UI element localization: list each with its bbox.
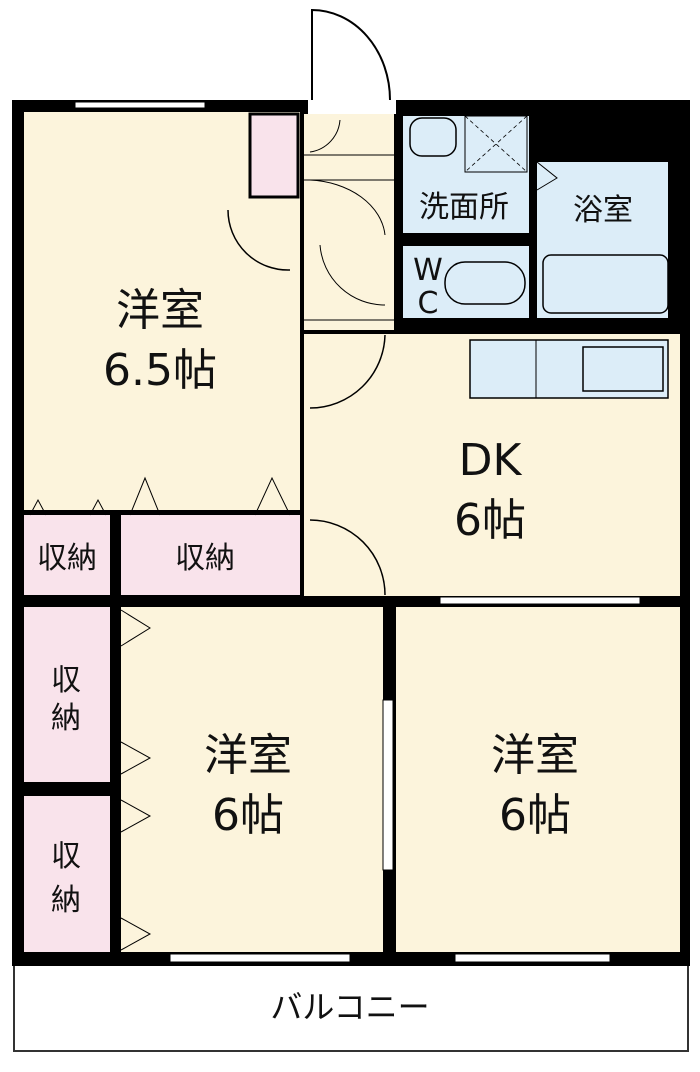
dk-size: 6帖 <box>454 495 526 546</box>
wc-label-w: W <box>413 253 443 288</box>
sliding-door <box>382 699 394 871</box>
sink-icon <box>409 117 457 157</box>
toilet-icon <box>444 261 526 305</box>
dk-name: DK <box>459 435 523 486</box>
western1-size: 6.5帖 <box>103 345 217 396</box>
closet-door-marks <box>120 609 152 951</box>
entrance-door <box>311 8 391 101</box>
window <box>439 596 641 605</box>
hallway <box>304 114 394 330</box>
storage-3-label-b: 納 <box>51 701 81 736</box>
western1-name: 洋室 <box>116 285 204 336</box>
entrance-opening <box>308 100 396 114</box>
western2-name: 洋室 <box>204 730 292 781</box>
storage-3-label-a: 収 <box>51 663 81 698</box>
storage-1 <box>24 515 110 595</box>
storage-4 <box>24 796 110 952</box>
room-western-6-right <box>396 607 680 952</box>
room-western-6-left <box>121 607 383 952</box>
window <box>454 953 611 963</box>
storage-4-label-b: 納 <box>51 883 81 918</box>
window <box>74 101 206 109</box>
wc-label-c: C <box>418 286 439 321</box>
stove-icon <box>582 346 664 392</box>
washroom-label: 洗面所 <box>419 190 509 225</box>
door-arc <box>309 519 386 596</box>
small-closet <box>248 112 300 199</box>
door-arc <box>227 209 291 271</box>
western3-name: 洋室 <box>491 730 579 781</box>
balcony-label: バルコニー <box>270 988 429 1026</box>
door-arc <box>309 334 386 409</box>
window <box>169 953 351 963</box>
closet-door-marks <box>29 476 291 516</box>
western3-size: 6帖 <box>499 790 571 841</box>
bathtub-icon <box>542 254 669 314</box>
storage-1-label: 収納 <box>37 541 97 576</box>
bathroom-label: 浴室 <box>573 193 633 228</box>
storage-2-label: 収納 <box>175 541 235 576</box>
storage-2 <box>121 515 300 595</box>
balcony <box>13 964 689 1052</box>
storage-3 <box>24 607 110 782</box>
western2-size: 6帖 <box>212 790 284 841</box>
storage-4-label-a: 収 <box>51 839 81 874</box>
